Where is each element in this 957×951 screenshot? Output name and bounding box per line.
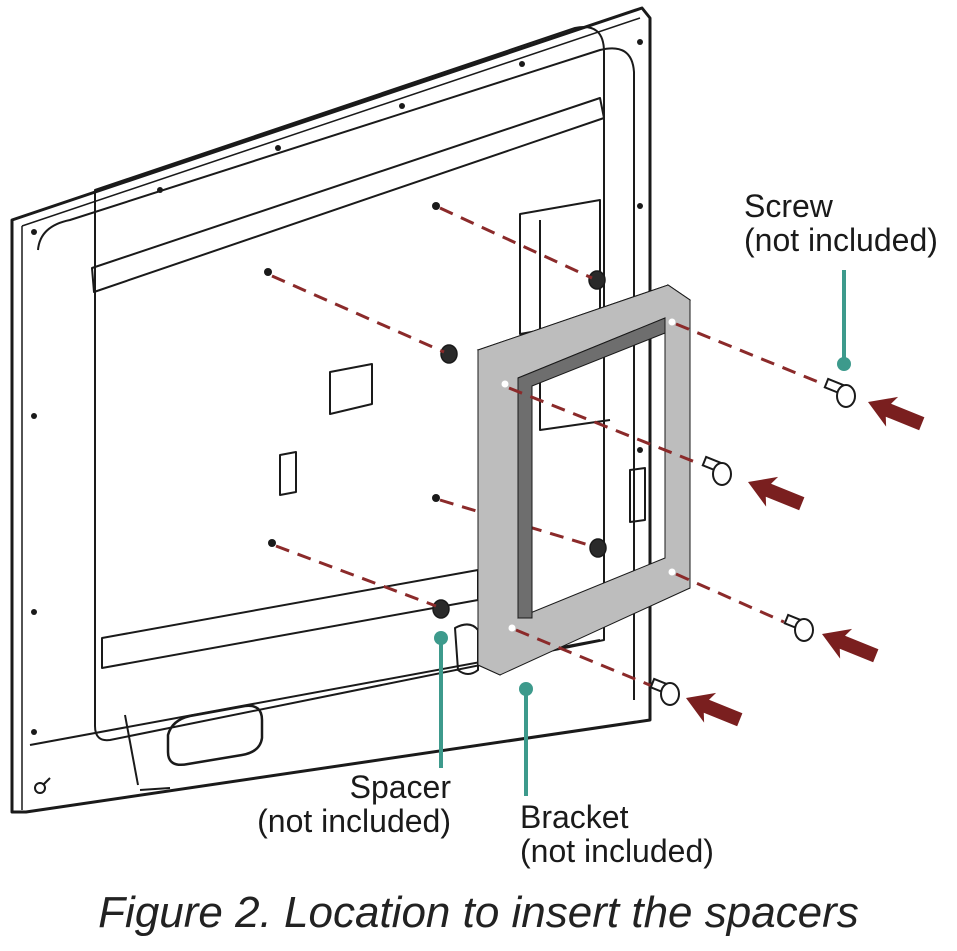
bracket bbox=[476, 284, 692, 676]
screw-icon bbox=[783, 613, 814, 642]
spacer-label-title: Spacer bbox=[349, 769, 451, 805]
bracket-label: Bracket (not included) bbox=[520, 800, 714, 868]
insert-arrows bbox=[686, 396, 925, 727]
bottom-left-hole-icon bbox=[34, 777, 51, 794]
screw-label-note: (not included) bbox=[744, 222, 938, 258]
screw-label-title: Screw bbox=[744, 188, 833, 224]
screws bbox=[649, 377, 856, 706]
spacer-label-note: (not included) bbox=[257, 803, 451, 839]
arrow-icon bbox=[748, 476, 805, 511]
screw-icon bbox=[823, 377, 856, 408]
screw-icon bbox=[649, 677, 680, 706]
bracket-label-note: (not included) bbox=[520, 833, 714, 869]
callout-leaders bbox=[434, 270, 851, 796]
figure-caption: Figure 2. Location to insert the spacers bbox=[98, 888, 859, 937]
guide-lines-screws bbox=[508, 322, 829, 688]
arrow-icon bbox=[822, 628, 879, 663]
edge-holes bbox=[31, 39, 643, 735]
spacers bbox=[432, 270, 607, 619]
spacer-label: Spacer (not included) bbox=[237, 770, 451, 838]
spacer-icon bbox=[589, 538, 607, 558]
screw-icon bbox=[701, 455, 732, 486]
arrow-icon bbox=[868, 396, 925, 431]
spacer-icon bbox=[588, 270, 606, 290]
vesa-holes bbox=[264, 202, 440, 547]
spacer-icon bbox=[432, 599, 450, 619]
bracket-label-title: Bracket bbox=[520, 799, 629, 835]
screw-label: Screw (not included) bbox=[744, 189, 938, 257]
spacer-icon bbox=[440, 344, 458, 364]
arrow-icon bbox=[686, 692, 743, 727]
